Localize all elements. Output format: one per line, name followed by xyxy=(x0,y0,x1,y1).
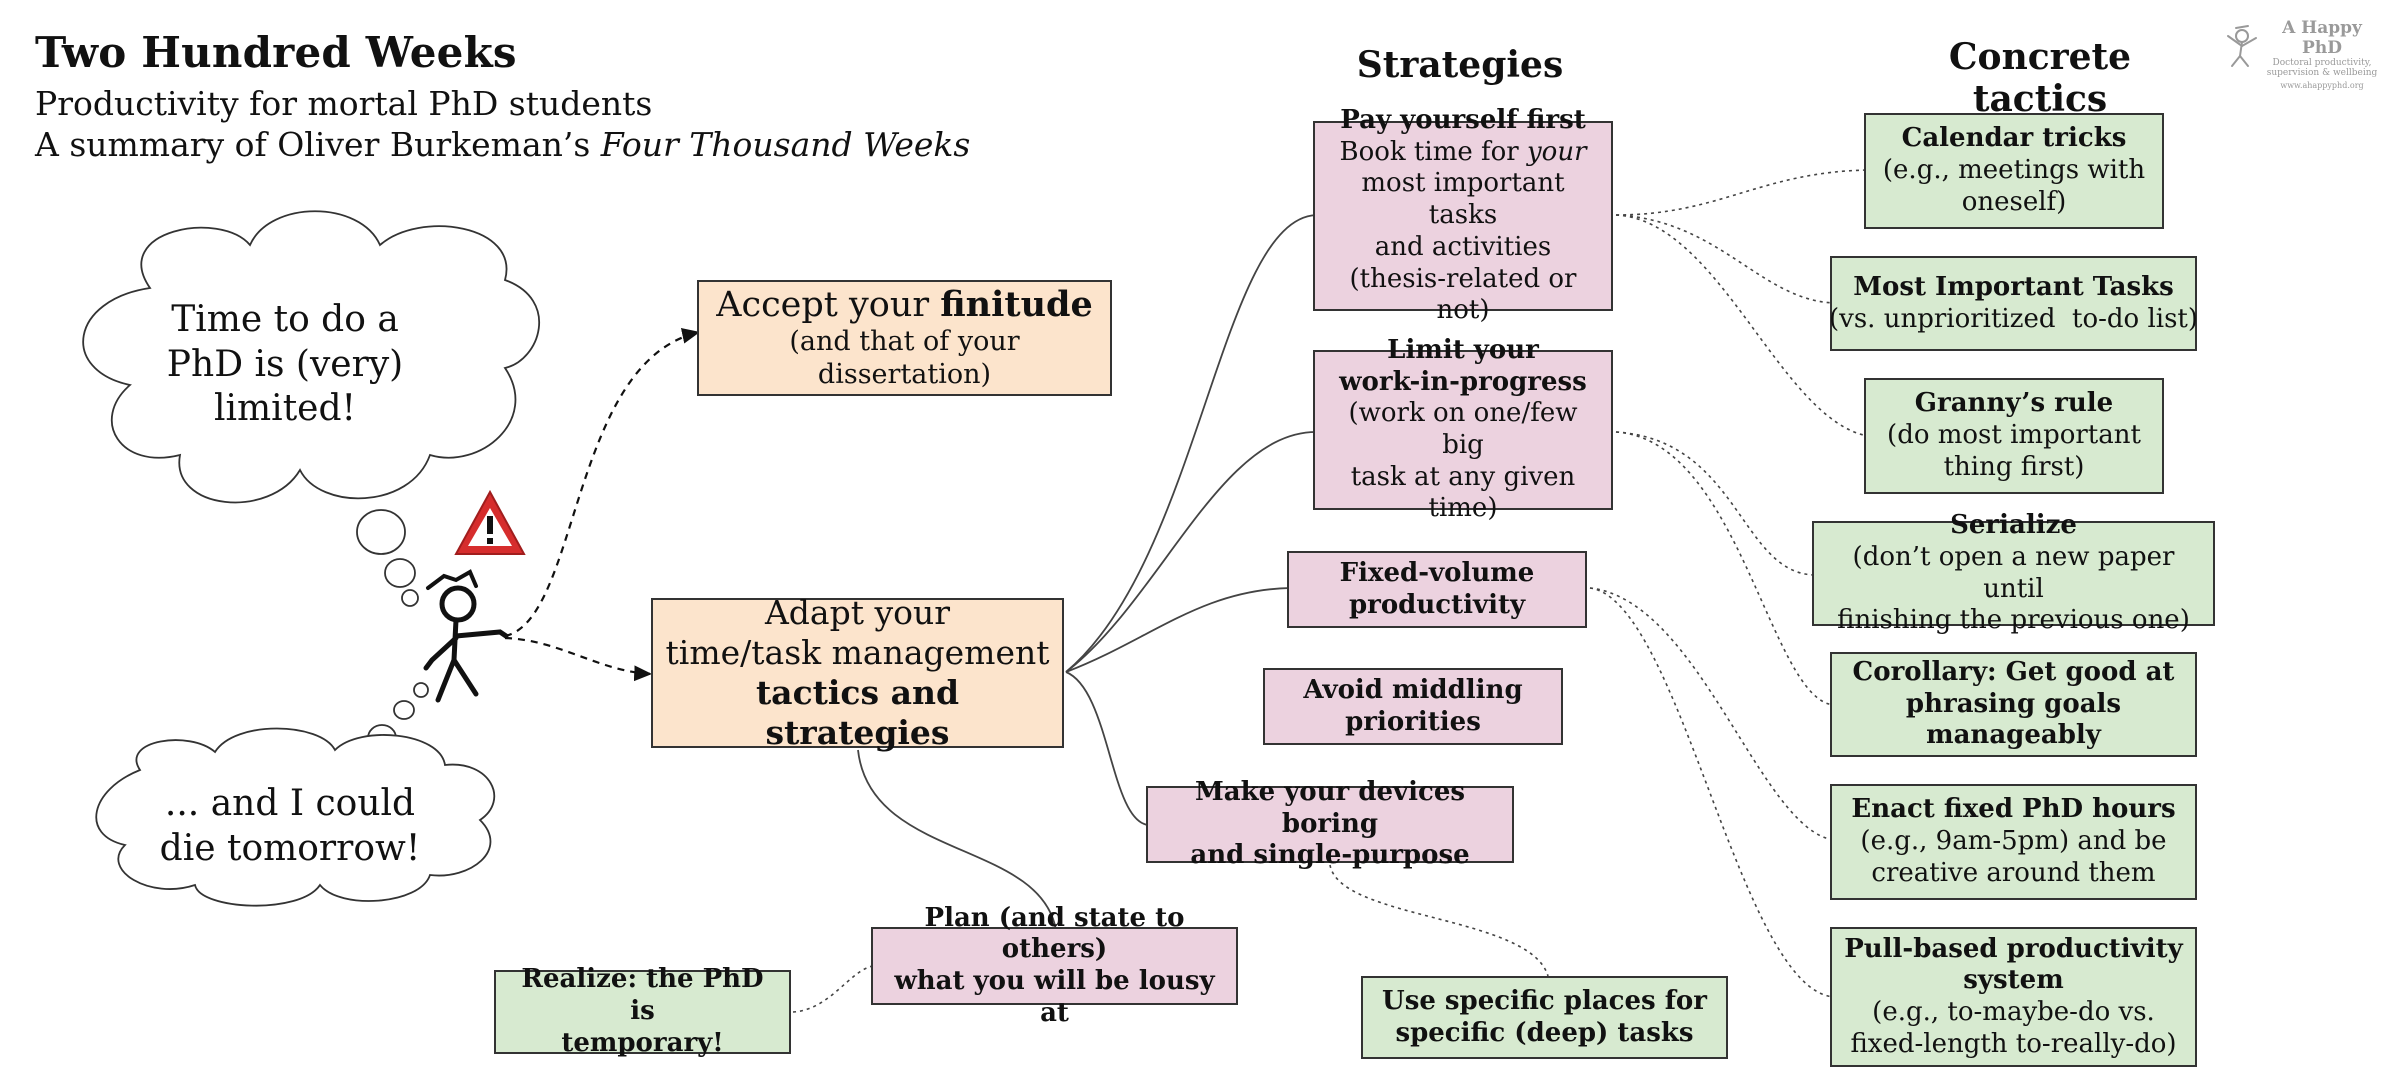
limit-wip-title-2: work-in-progress xyxy=(1339,366,1587,397)
cloud-bottom-text: ... and I could die tomorrow! xyxy=(140,782,440,871)
pay-yourself-line-1: Book time for your xyxy=(1339,136,1587,167)
tactic-fixed-phd-hours: Enact fixed PhD hours (e.g., 9am-5pm) an… xyxy=(1830,784,2197,900)
corollary-title-1: Corollary: Get good at xyxy=(1852,656,2175,687)
page-subtitle: Productivity for mortal PhD students xyxy=(35,84,653,123)
tactic-serialize: Serialize (don’t open a new paper until … xyxy=(1812,510,2215,635)
arrow-to-adapt xyxy=(504,636,653,682)
granny-title: Granny’s rule xyxy=(1914,388,2114,419)
serialize-title: Serialize xyxy=(1950,510,2077,541)
pull-based-line-2: fixed-length to-really-do) xyxy=(1850,1028,2177,1059)
calendar-title: Calendar tricks xyxy=(1901,123,2127,154)
summary-book-title: Four Thousand Weeks xyxy=(600,125,971,164)
strategy-avoid-middling: Avoid middling priorities xyxy=(1263,668,1563,745)
granny-line-1: (do most important xyxy=(1887,420,2141,451)
accept-line-2: (and that of your dissertation) xyxy=(789,326,1020,391)
page-title: Two Hundred Weeks xyxy=(35,28,517,77)
serialize-line-2: finishing the previous one) xyxy=(1837,605,2190,636)
cloud-top-line-3: limited! xyxy=(214,388,356,430)
logo: A Happy PhD Doctoral productivity, super… xyxy=(2262,18,2382,90)
calendar-line-2: oneself) xyxy=(1961,186,2067,217)
plan-lousy-title-2: what you will be lousy at xyxy=(894,966,1215,1028)
mit-line-1: (vs. unprioritized to-do list) xyxy=(1829,303,2199,334)
cloud-bottom-line-1: ... and I could xyxy=(164,783,416,824)
accept-finitude-node: Accept your finitude (and that of your d… xyxy=(697,280,1112,396)
places-title-1: Use specific places for xyxy=(1382,985,1707,1016)
thought-bubble-5 xyxy=(393,700,415,720)
phd-hours-line-2: creative around them xyxy=(1871,857,2156,888)
temporary-title-2: temporary! xyxy=(561,1027,724,1058)
accept-line-1: Accept your finitude xyxy=(716,283,1093,325)
logo-tagline-2: supervision & wellbeing xyxy=(2266,68,2378,78)
tactic-calendar-tricks: Calendar tricks (e.g., meetings with one… xyxy=(1864,113,2164,229)
adapt-management-node: Adapt your time/task management tactics … xyxy=(651,593,1064,752)
thought-bubble-1 xyxy=(356,509,406,555)
corollary-title-2: phrasing goals xyxy=(1905,688,2122,719)
granny-line-2: thing first) xyxy=(1943,451,2085,482)
pull-based-title-1: Pull-based productivity xyxy=(1844,933,2183,964)
strategy-fixed-volume: Fixed-volume productivity xyxy=(1287,551,1587,628)
cloud-top-line-1: Time to do a xyxy=(171,299,399,340)
tactic-specific-places: Use specific places for specific (deep) … xyxy=(1361,976,1728,1059)
plan-lousy-title-1: Plan (and state to others) xyxy=(924,902,1185,965)
pay-yourself-line-4: (thesis-related or not) xyxy=(1349,263,1577,326)
devices-title-2: and single-purpose xyxy=(1190,840,1470,871)
pull-based-title-2: system xyxy=(1963,965,2064,996)
summary-prefix: A summary of Oliver Burkeman’s xyxy=(35,125,601,164)
limit-wip-line-2: task at any given time) xyxy=(1350,461,1576,524)
limit-wip-title-1: Limit your xyxy=(1387,334,1539,365)
fixed-volume-title-1: Fixed-volume xyxy=(1339,557,1535,588)
phd-hours-line-1: (e.g., 9am-5pm) and be xyxy=(1860,826,2167,857)
strategy-to-tactic-lines xyxy=(792,169,1869,1013)
limit-wip-line-1: (work on one/few big xyxy=(1348,398,1578,460)
adapt-line-3: tactics and strategies xyxy=(755,673,960,753)
thought-cloud-bottom xyxy=(95,727,496,907)
cloud-top-text: Time to do a PhD is (very) limited! xyxy=(150,298,420,432)
happy-phd-logo-icon xyxy=(2227,25,2257,67)
arrow-to-accept xyxy=(504,328,701,638)
avoid-middling-title-1: Avoid middling xyxy=(1303,674,1523,705)
logo-url: www.ahappyphd.org xyxy=(2280,81,2364,90)
thought-bubble-4 xyxy=(413,682,429,698)
strategy-devices-boring: Make your devices boring and single-purp… xyxy=(1146,777,1514,870)
pay-yourself-title: Pay yourself first xyxy=(1340,104,1586,135)
stick-figure-icon xyxy=(423,569,509,703)
adapt-line-1: Adapt your xyxy=(764,592,951,632)
tactic-most-important-tasks: Most Important Tasks (vs. unprioritized … xyxy=(1829,256,2199,351)
pay-yourself-line-3: and activities xyxy=(1374,231,1552,262)
cloud-bottom-line-2: die tomorrow! xyxy=(159,827,421,869)
avoid-middling-title-2: priorities xyxy=(1345,706,1481,737)
pull-based-line-1: (e.g., to-maybe-do vs. xyxy=(1872,997,2155,1027)
devices-title-1: Make your devices boring xyxy=(1194,776,1466,839)
adapt-to-strategy-lines xyxy=(857,214,1317,931)
strategies-heading: Strategies xyxy=(1356,44,1564,86)
tactic-phd-temporary: Realize: the PhD is temporary! xyxy=(494,964,791,1058)
fixed-volume-title-2: productivity xyxy=(1348,589,1526,620)
cloud-top-line-2: PhD is (very) xyxy=(166,343,404,385)
logo-tagline-1: Doctoral productivity, xyxy=(2272,58,2372,68)
tactic-corollary: Corollary: Get good at phrasing goals ma… xyxy=(1830,652,2197,757)
tactic-grannys-rule: Granny’s rule (do most important thing f… xyxy=(1864,378,2164,494)
strategy-plan-lousy: Plan (and state to others) what you will… xyxy=(871,903,1238,1028)
strategy-limit-wip: Limit your work-in-progress (work on one… xyxy=(1313,335,1613,523)
temporary-title-1: Realize: the PhD is xyxy=(521,964,764,1027)
thought-bubble-2 xyxy=(384,558,416,588)
warning-icon xyxy=(454,489,526,555)
page-summary: A summary of Oliver Burkeman’s Four Thou… xyxy=(35,125,970,164)
mit-title: Most Important Tasks xyxy=(1853,271,2174,302)
phd-hours-title: Enact fixed PhD hours xyxy=(1851,794,2176,825)
thought-cloud-top xyxy=(82,210,541,504)
tactic-pull-based: Pull-based productivity system (e.g., to… xyxy=(1830,927,2197,1067)
serialize-line-1: (don’t open a new paper until xyxy=(1852,541,2175,604)
pay-yourself-line-2: most important tasks xyxy=(1361,168,1565,231)
logo-name: A Happy PhD xyxy=(2282,18,2362,58)
corollary-title-3: manageably xyxy=(1926,720,2101,751)
adapt-line-2: time/task management xyxy=(665,632,1050,672)
strategy-pay-yourself-first: Pay yourself first Book time for your mo… xyxy=(1313,105,1613,325)
places-title-2: specific (deep) tasks xyxy=(1395,1017,1694,1048)
thought-bubble-3 xyxy=(401,589,419,607)
calendar-line-1: (e.g., meetings with xyxy=(1882,155,2146,186)
tactics-heading: Concrete tactics xyxy=(1948,36,2132,120)
